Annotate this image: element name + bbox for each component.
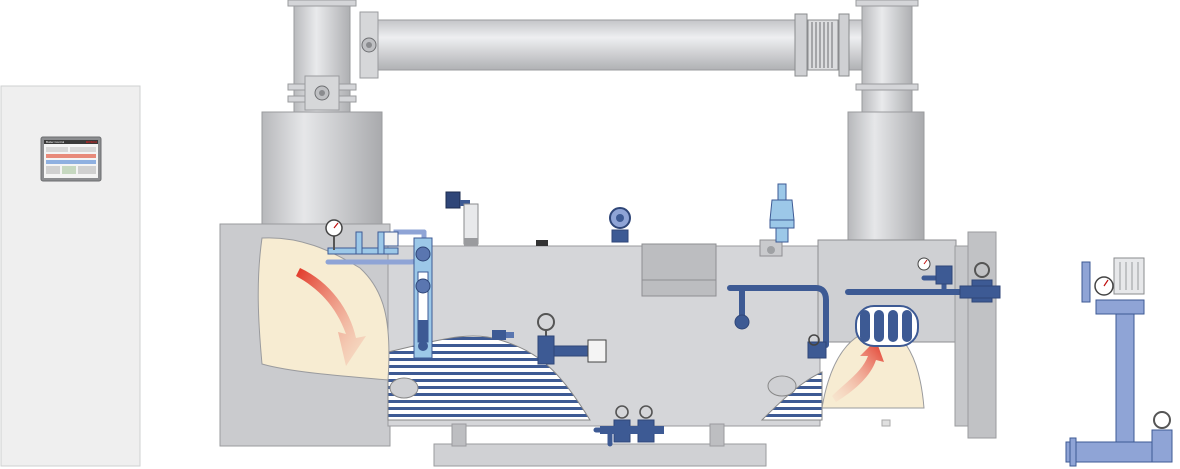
handwheel-valve-icon[interactable] — [537, 313, 607, 365]
hmi-title: Boiler Control — [46, 140, 65, 144]
base-frame — [433, 423, 767, 467]
pressure-gauge-icon — [1094, 276, 1114, 296]
flue-stack-left — [261, 111, 383, 233]
flue-gas-duct — [287, 0, 919, 113]
furnace-left-cutaway — [257, 237, 390, 381]
blowdown-valve — [734, 314, 750, 330]
hmi-brand: BOSCH — [86, 140, 97, 144]
solenoid-valve-icon — [445, 191, 479, 246]
pressure-gauge-icon — [917, 257, 931, 271]
control-cabinet: Boiler Control BOSCH — [0, 85, 141, 467]
flow-arrow-icon — [832, 340, 884, 402]
water-level-indicator — [413, 237, 433, 359]
drain-plug — [881, 419, 891, 427]
superheater-tube-bank — [855, 305, 919, 347]
flow-arrow-icon — [296, 268, 366, 366]
feed-pump-unit — [1065, 257, 1173, 467]
safety-valve-icon — [769, 183, 795, 243]
hmi-touch-panel[interactable]: Boiler Control BOSCH — [40, 136, 102, 182]
hmi-screen-content — [46, 147, 96, 174]
handwheel-valve-icon[interactable] — [600, 405, 664, 443]
level-electrode — [492, 330, 514, 340]
expansion-joint — [794, 13, 850, 77]
handwheel-valve-icon[interactable] — [807, 334, 827, 359]
handwheel-valve-icon[interactable] — [935, 262, 1001, 303]
fire-tubes-cutaway — [387, 335, 823, 421]
gauge-line-assembly — [327, 231, 399, 255]
pressure-gauge-icon — [325, 219, 343, 250]
flue-stack-right — [847, 111, 925, 243]
handwheel-valve-icon[interactable] — [609, 207, 631, 243]
furnace-right-cutaway — [821, 305, 925, 409]
